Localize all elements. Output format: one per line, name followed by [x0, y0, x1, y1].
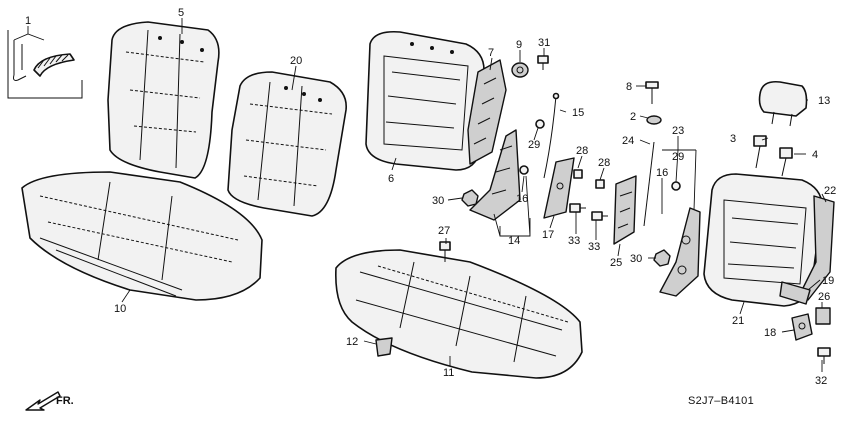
callout-6: 6: [388, 173, 394, 185]
part-19-hinge: [779, 281, 811, 305]
part-20-seatback-cover: [227, 71, 347, 217]
callout-33-a: 33: [568, 235, 580, 247]
callout-25: 25: [610, 257, 622, 269]
part-17-bracket-plate: [543, 157, 575, 219]
part-27-bolt: [439, 241, 451, 262]
part-14-recliner-bracket: [469, 119, 545, 221]
part-33-bolt-a: [569, 203, 586, 213]
part-1-hog-ring-kit: [7, 30, 83, 99]
callouts: 1 5 20 6 7 9 31 8 13 2 15 29 3 4 24 23 2…: [25, 7, 836, 387]
callout-7: 7: [488, 47, 494, 59]
part-10-seat-cushion-cover: [21, 171, 263, 301]
part-7-hinge-bracket: [467, 59, 507, 165]
part-30-nut-b: [653, 249, 671, 267]
part-9-bushing: [511, 62, 529, 78]
part-28-bolt-a: [573, 169, 583, 179]
part-30-nut-a: [461, 189, 479, 207]
callout-14: 14: [508, 235, 520, 247]
callout-30-a: 30: [432, 195, 444, 207]
callout-28-a: 28: [576, 145, 588, 157]
callout-20: 20: [290, 55, 302, 67]
part-3-headrest-guide: [753, 135, 767, 169]
callout-17: 17: [542, 229, 554, 241]
part-32-bolt: [817, 347, 831, 364]
part-4-headrest-guide: [779, 147, 793, 177]
part-26-bracket: [815, 307, 831, 325]
part-25-side-cover: [613, 175, 637, 245]
callout-29-a: 29: [528, 139, 540, 151]
callout-15: 15: [572, 107, 584, 119]
part-5-left-seatback-cover: [107, 21, 220, 179]
part-22-side-frame: [799, 195, 835, 301]
leader-lines: [13, 18, 827, 372]
part-18-latch: [791, 313, 813, 341]
callout-22: 22: [824, 185, 836, 197]
part-8-bolt: [645, 81, 659, 104]
callout-30-b: 30: [630, 253, 642, 265]
callout-18: 18: [764, 327, 776, 339]
diagram-code: S2J7–B4101: [688, 395, 754, 407]
callout-1: 1: [25, 15, 31, 27]
part-28-bolt-b: [595, 179, 605, 189]
callout-10: 10: [114, 303, 126, 315]
callout-19: 19: [822, 275, 834, 287]
callout-3: 3: [730, 133, 736, 145]
callout-32: 32: [815, 375, 827, 387]
callout-21: 21: [732, 315, 744, 327]
part-15-release-cable: [543, 92, 560, 179]
callout-27: 27: [438, 225, 450, 237]
callout-26: 26: [818, 291, 830, 303]
part-6-seatback-frame: [365, 30, 485, 171]
callout-31: 31: [538, 37, 550, 49]
callout-8: 8: [626, 81, 632, 93]
callout-29-b: 29: [672, 151, 684, 163]
callout-16-b: 16: [656, 167, 668, 179]
callout-2: 2: [630, 111, 636, 123]
front-direction-arrow: FR.: [25, 391, 74, 411]
front-label: FR.: [56, 395, 74, 407]
part-13-headrest: [758, 80, 808, 127]
part-12-clip: [375, 337, 393, 357]
callout-16-a: 16: [516, 193, 528, 205]
callout-12: 12: [346, 336, 358, 348]
callout-28-b: 28: [598, 157, 610, 169]
callout-23: 23: [672, 125, 684, 137]
callout-5: 5: [178, 7, 184, 19]
part-24-lock-rod: [643, 141, 655, 227]
part-33-bolt-b: [591, 211, 608, 221]
part-23-hinge-assembly: [659, 207, 701, 297]
callout-13: 13: [818, 95, 830, 107]
callout-33-b: 33: [588, 241, 600, 253]
callout-24: 24: [622, 135, 634, 147]
part-2-grommet: [646, 115, 662, 125]
callout-4: 4: [812, 149, 818, 161]
part-11-seat-cushion-frame: [335, 249, 583, 379]
front-arrow-icon: [25, 391, 61, 411]
callout-9: 9: [516, 39, 522, 51]
part-31-bolt: [537, 55, 549, 70]
part-16-spacer-b: [671, 181, 681, 191]
callout-11: 11: [443, 367, 454, 379]
